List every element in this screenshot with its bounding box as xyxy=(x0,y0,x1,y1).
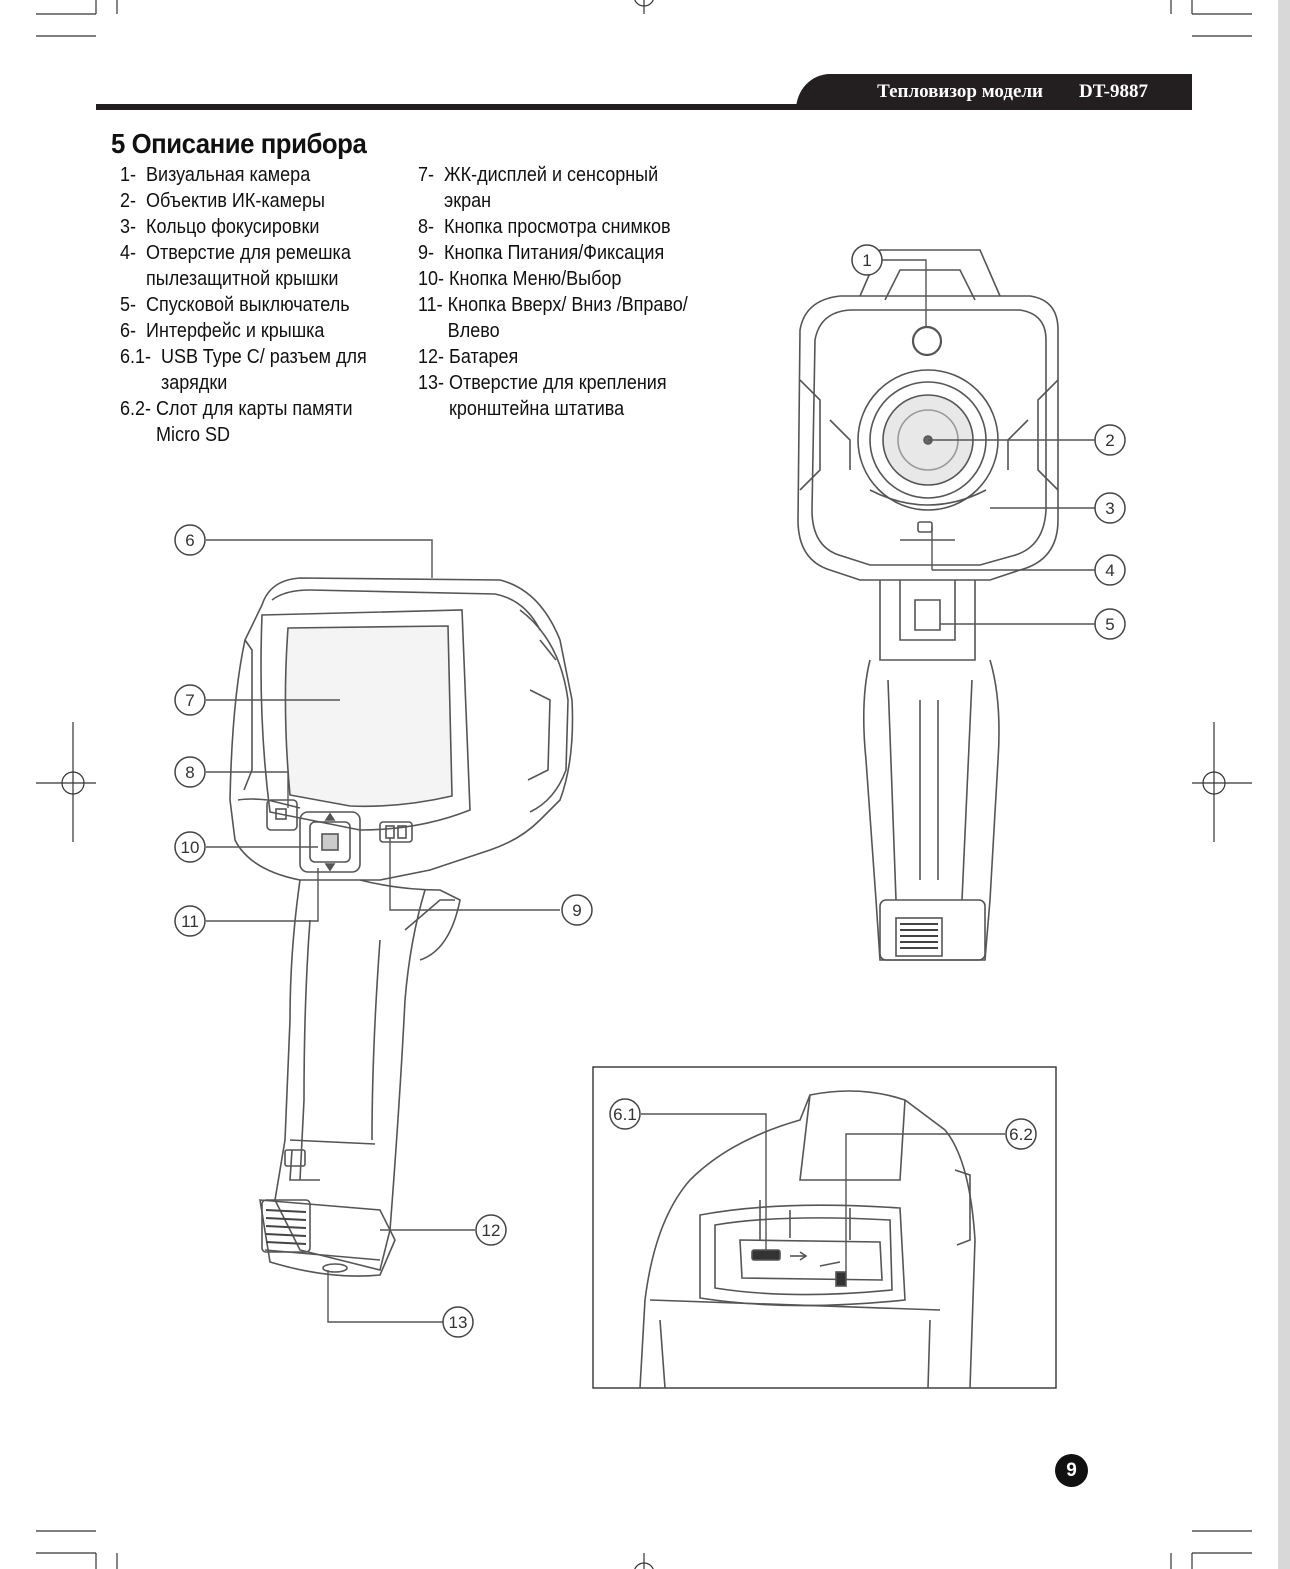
rear-view-drawing xyxy=(229,577,574,1277)
list-item: 6.2- Слот для карты памяти Micro SD xyxy=(120,398,353,446)
callout-1: 1 xyxy=(851,244,883,276)
page-edge-shadow xyxy=(1278,0,1290,1569)
svg-text:1: 1 xyxy=(862,251,871,270)
list-item: 7- ЖК-дисплей и сенсорный экран xyxy=(418,164,659,212)
front-view-drawing xyxy=(797,249,1059,961)
svg-text:12: 12 xyxy=(482,1221,501,1240)
callout-12: 12 xyxy=(475,1214,507,1246)
header-rule xyxy=(96,104,1192,110)
rear-view-leaders xyxy=(206,539,560,1323)
callout-10: 10 xyxy=(174,831,206,863)
list-item: 9- Кнопка Питания/Фиксация xyxy=(418,242,665,264)
svg-text:7: 7 xyxy=(185,691,194,710)
svg-text:3: 3 xyxy=(1105,499,1114,518)
list-item: 6- Интерфейс и крышка xyxy=(120,320,325,342)
callout-8: 8 xyxy=(174,756,206,788)
callout-2: 2 xyxy=(1094,424,1126,456)
svg-text:13: 13 xyxy=(449,1313,468,1332)
list-item: 8- Кнопка просмотра снимков xyxy=(418,216,671,238)
callout-3: 3 xyxy=(1094,492,1126,524)
callout-7: 7 xyxy=(174,684,206,716)
header-tab: Тепловизор модели DT-9887 xyxy=(796,74,1192,110)
svg-text:6.2: 6.2 xyxy=(1009,1125,1033,1144)
list-item: 13- Отверстие для крепления кронштейна ш… xyxy=(418,372,667,420)
interface-detail-drawing xyxy=(592,1066,1057,1389)
callout-11: 11 xyxy=(174,905,206,937)
page-number-badge: 9 xyxy=(1055,1454,1088,1487)
callout-4: 4 xyxy=(1094,554,1126,586)
header-model-label: Тепловизор модели xyxy=(877,81,1044,102)
callout-9: 9 xyxy=(561,894,593,926)
front-view-leaders xyxy=(882,259,1095,625)
svg-text:5: 5 xyxy=(1105,615,1114,634)
list-item: 5- Спусковой выключатель xyxy=(120,294,350,316)
list-item: 11- Кнопка Вверх/ Вниз /Вправо/ Влево xyxy=(418,294,688,342)
list-item: 2- Объектив ИК-камеры xyxy=(120,190,325,212)
list-item: 1- Визуальная камера xyxy=(120,164,311,186)
callout-5: 5 xyxy=(1094,608,1126,640)
list-item: 10- Кнопка Меню/Выбор xyxy=(418,268,622,290)
list-item: 6.1- USB Type C/ разъем для зарядки xyxy=(120,346,367,394)
list-item: 3- Кольцо фокусировки xyxy=(120,216,320,238)
callout-6-2: 6.2 xyxy=(1005,1118,1037,1150)
list-item: 4- Отверстие для ремешка пылезащитной кр… xyxy=(120,242,351,290)
callout-13: 13 xyxy=(442,1306,474,1338)
list-item: 12- Батарея xyxy=(418,346,519,368)
svg-text:6: 6 xyxy=(185,531,194,550)
svg-text:11: 11 xyxy=(181,912,199,931)
svg-text:2: 2 xyxy=(1105,431,1114,450)
svg-text:6.1: 6.1 xyxy=(613,1105,637,1124)
section-title: 5 Описание прибора xyxy=(111,128,367,159)
svg-text:10: 10 xyxy=(181,838,200,857)
header-model-code: DT-9887 xyxy=(1079,81,1148,102)
callout-6: 6 xyxy=(174,524,206,556)
parts-list-left: 1- Визуальная камера 2- Объектив ИК-каме… xyxy=(120,162,381,448)
svg-text:4: 4 xyxy=(1105,561,1114,580)
callout-6-1: 6.1 xyxy=(609,1098,641,1130)
svg-text:8: 8 xyxy=(185,763,194,782)
svg-text:9: 9 xyxy=(572,901,581,920)
parts-list-right: 7- ЖК-дисплей и сенсорный экран 8- Кнопк… xyxy=(418,162,699,422)
